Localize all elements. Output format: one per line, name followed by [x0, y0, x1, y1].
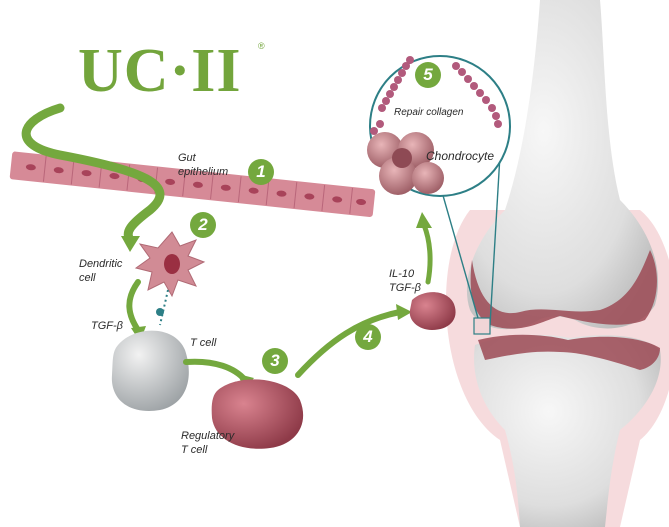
- gut-label-line1: Gut: [178, 152, 196, 165]
- t-cell-label: T cell: [190, 337, 216, 350]
- step-badge-1: 1: [248, 159, 274, 185]
- t-cell-to-treg-arrow: [186, 362, 245, 380]
- dendritic-label-line1: Dendritic: [79, 258, 122, 271]
- regulatory-label-line1: Regulatory: [181, 430, 234, 443]
- activated-t-cell-shape: [410, 292, 456, 330]
- step-badge-2: 2: [190, 212, 216, 238]
- receptor-dot: [156, 308, 164, 316]
- tgf-beta-label: TGF-β: [91, 320, 123, 333]
- step-badge-4: 4: [355, 324, 381, 350]
- tgf-beta-label-2: TGF-β: [389, 282, 421, 295]
- dendritic-label-line2: cell: [79, 272, 96, 285]
- repair-collagen-label: Repair collagen: [394, 106, 464, 119]
- il10-label: IL-10: [389, 268, 414, 281]
- naive-t-cell-shape: [112, 331, 189, 411]
- regulatory-label-line2: T cell: [181, 444, 207, 457]
- step-badge-3: 3: [262, 348, 288, 374]
- dendritic-to-grey-arrow: [129, 282, 138, 330]
- dendritic-cell-shape: [136, 232, 204, 296]
- gut-label-line2: epithelium: [178, 166, 228, 179]
- arrowhead: [416, 212, 432, 228]
- chondrocyte-label: Chondrocyte: [426, 150, 494, 163]
- callout-target-box: [474, 318, 490, 334]
- arrowhead: [121, 236, 140, 252]
- treg-to-activated-arrow: [298, 312, 400, 375]
- step-badge-5: 5: [415, 62, 441, 88]
- cytokine-arrow: [424, 225, 430, 282]
- arrowhead: [396, 304, 412, 320]
- registered-mark: ®: [258, 41, 265, 51]
- uc-ii-logo: UC·II: [78, 40, 241, 102]
- antigen-presentation-line: [160, 290, 168, 325]
